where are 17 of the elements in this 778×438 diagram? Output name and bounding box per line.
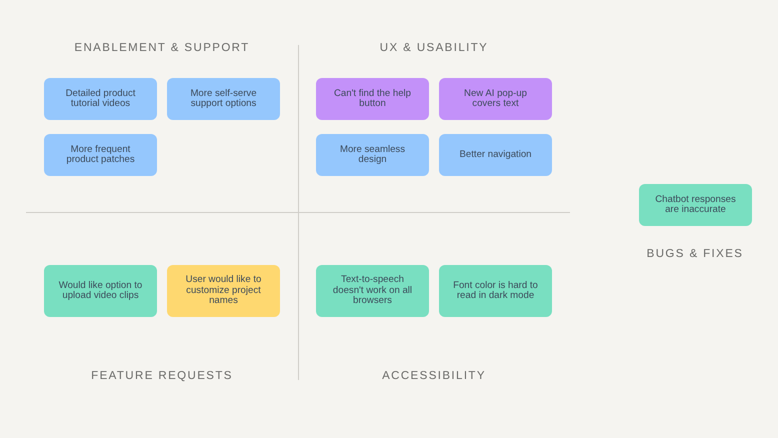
category-heading: ACCESSIBILITY (382, 370, 486, 383)
category-heading: BUGS & FIXES (646, 248, 744, 261)
sticky-note: Better navigation (439, 134, 552, 176)
category-heading: FEATURE REQUESTS (91, 370, 233, 383)
category-heading: ENABLEMENT & SUPPORT (74, 42, 250, 55)
sticky-note: More frequent product patches (44, 134, 157, 176)
sticky-note: User would like to customize project names (167, 265, 280, 317)
sticky-note: Would like option to upload video clips (44, 265, 157, 317)
sticky-note: More self-serve support options (167, 78, 280, 120)
sticky-note: New AI pop-up covers text (439, 78, 552, 120)
sticky-note: Detailed product tutorial videos (44, 78, 157, 120)
sticky-note: Chatbot responses are inaccurate (639, 184, 752, 226)
sticky-note: More seamless design (316, 134, 429, 176)
category-heading: UX & USABILITY (380, 42, 488, 55)
sticky-note: Can't find the help button (316, 78, 429, 120)
sticky-note: Text-to-speech doesn't work on all browsers (316, 265, 429, 317)
sticky-note: Font color is hard to read in dark mode (439, 265, 552, 317)
